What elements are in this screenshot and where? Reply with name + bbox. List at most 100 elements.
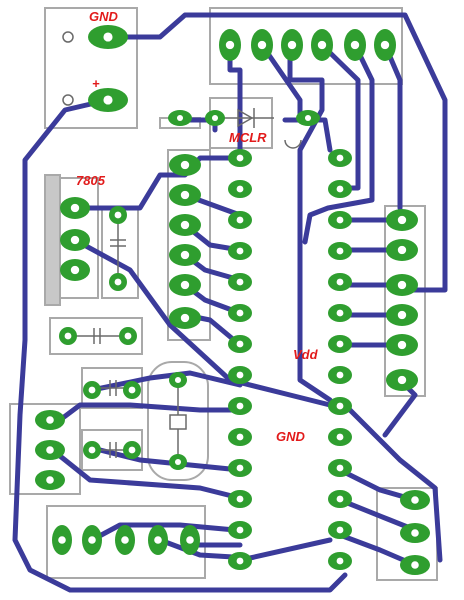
pad-ic-left-6 [228,304,252,322]
pad-diode-2 [296,110,320,126]
pad-icsp-4 [311,29,333,61]
trace-bottom-1 [89,522,238,543]
pad-ic-right-4 [328,242,352,260]
power-jack-outline [44,7,138,129]
pad-lower-left-2 [35,440,65,460]
pad-bottom-3 [115,525,135,555]
pad-left-header-1 [169,154,201,176]
pad-left-header-6 [169,307,201,329]
pad-osc-cap-2 [123,381,141,399]
trace-vin [12,97,348,593]
pad-ic-left-12 [228,490,252,508]
diode-symbol [237,108,254,128]
mclr-label: MCLR [229,130,267,145]
pad-left-header-3 [169,214,201,236]
pad-ic-right-6 [328,304,352,322]
pad-icsp-1 [219,29,241,61]
pad-right-header-3 [386,274,418,296]
pad-jack-plus [88,88,128,112]
pad-ic-left-7 [228,335,252,353]
pad-small-1 [168,110,192,126]
solder-pads [35,25,430,575]
pad-regulator-3 [60,259,90,281]
jack-mount-hole-2 [62,94,74,106]
pad-ic-right-1 [328,149,352,167]
trace-icsp-5 [302,42,375,245]
trace-icsp-3 [287,42,325,95]
gnd-label-mid: GND [276,429,305,444]
pad-right-header-4 [386,304,418,326]
pad-osc-cap-1 [83,381,101,399]
pad-bottom-1 [52,525,72,555]
mclr-resistor-symbol [284,139,302,149]
pad-ic-right-14 [328,552,352,570]
trace-reg-gnd [72,237,443,563]
right-header-outline [384,205,426,397]
bottom-header-outline [46,505,206,579]
pad-left-header-2 [169,184,201,206]
crystal-cap-outline-1 [81,367,143,409]
pad-ic-left-1 [228,149,252,167]
pad-lower-left-3 [35,470,65,490]
pad-ic-left-4 [228,242,252,260]
pad-ic-right-9 [328,397,352,415]
plus-label: + [92,76,100,91]
pad-bottom-right-3 [400,555,430,575]
gnd-label-top: GND [89,9,118,24]
pad-cap-3 [59,327,77,345]
pad-jack-gnd [88,25,128,49]
trace-lower-left [47,445,243,501]
pad-ic-right-11 [328,459,352,477]
pad-ic-left-8 [228,366,252,384]
crystal-symbol [169,414,187,430]
pad-cap-4 [119,327,137,345]
capacitor-outline-2 [49,317,143,355]
pad-ic-left-11 [228,459,252,477]
pad-cap-2 [109,273,127,291]
pad-bottom-right-2 [400,523,430,543]
lower-left-header-outline [9,403,81,495]
trace-lower-left-2 [57,402,243,423]
pad-icsp-5 [344,29,366,61]
pad-ic-left-5 [228,273,252,291]
pad-cap-1 [109,206,127,224]
pad-ic-right-3 [328,211,352,229]
trace-bottom-2 [157,537,333,561]
trace-reg-out [72,155,243,211]
trace-gnd-loop [105,12,448,293]
trace-osc-1 [89,370,243,393]
pad-bottom-2 [82,525,102,555]
pad-right-header-5 [386,334,418,356]
pad-crystal-2 [169,454,187,470]
pad-ic-right-12 [328,490,352,508]
pad-left-header-4 [169,244,201,266]
pad-right-header-2 [386,239,418,261]
pad-ic-right-7 [328,335,352,353]
trace-icsp-6 [382,42,403,211]
pad-ic-right-8 [328,366,352,384]
pad-osc-cap-3 [83,441,101,459]
pad-ic-left-14 [228,552,252,570]
pad-regulator-2 [60,229,90,251]
pad-regulator-1 [60,197,90,219]
pad-ic-left-3 [228,211,252,229]
pad-bottom-5 [180,525,200,555]
pad-ic-left-2 [228,180,252,198]
trace-mclr [297,89,333,403]
pad-icsp-2 [251,29,273,61]
pad-crystal-1 [169,372,187,388]
pad-ic-right-10 [328,428,352,446]
pad-lower-left-1 [35,410,65,430]
pad-ic-left-9 [228,397,252,415]
trace-osc-2 [89,445,243,473]
jack-mount-hole-1 [62,31,74,43]
pad-diode-1 [205,110,225,126]
pad-ic-right-2 [328,180,352,198]
pad-bottom-right-1 [400,490,430,510]
pad-right-header-1 [386,209,418,231]
pad-icsp-6 [374,29,396,61]
pad-ic-right-5 [328,273,352,291]
pad-right-header-6 [386,369,418,391]
regulator-tab [44,174,61,306]
